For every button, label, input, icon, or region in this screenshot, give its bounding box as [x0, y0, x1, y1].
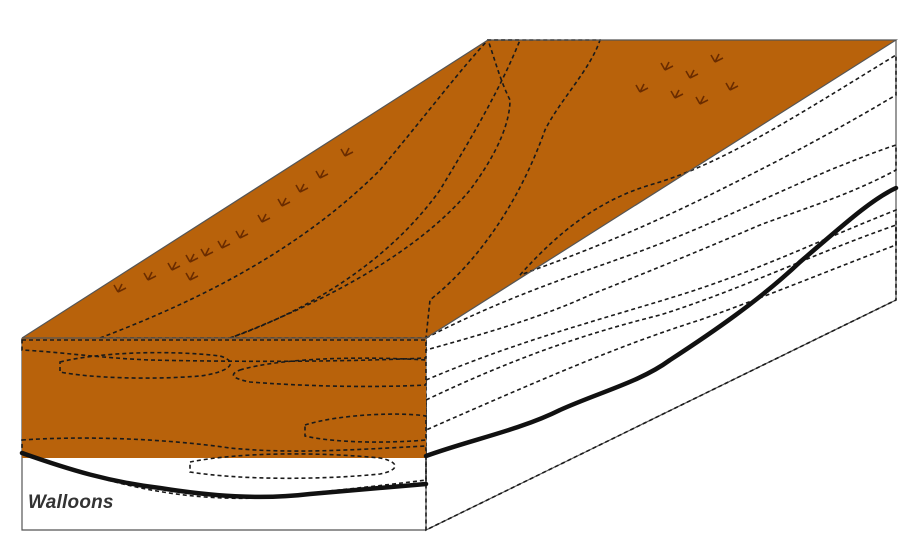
front-face-mud: [22, 338, 426, 458]
formation-label: Walloons: [28, 492, 114, 514]
